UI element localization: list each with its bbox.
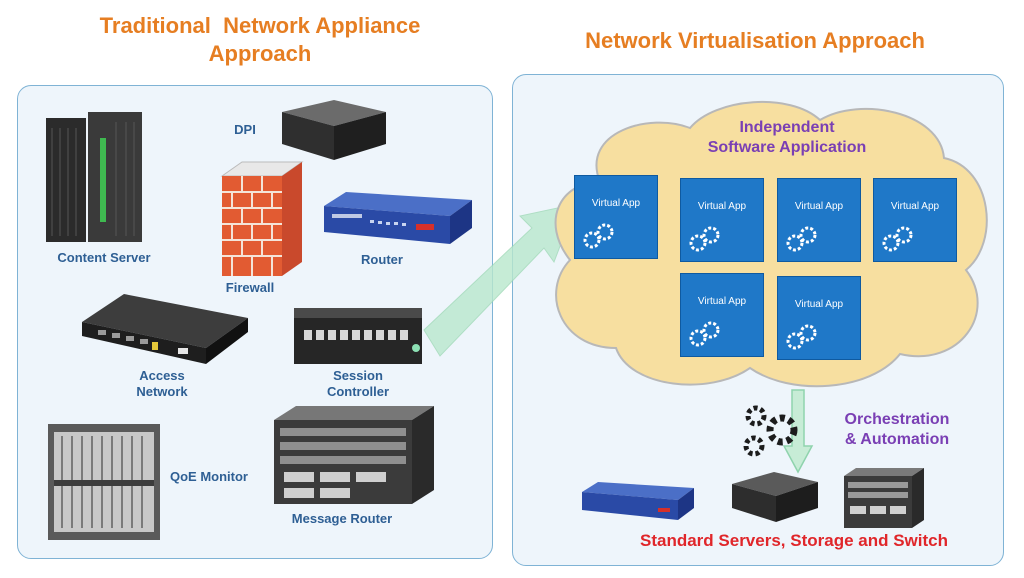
- virtual-app-2-label: Virtual App: [697, 201, 747, 212]
- dpi-image: [282, 100, 386, 160]
- message-router-label: Message Router: [291, 511, 393, 526]
- access-network-image: [82, 294, 248, 364]
- access-network-label: Access Network: [122, 368, 202, 400]
- standard-storage-image: [732, 472, 818, 522]
- router-image: [324, 192, 472, 244]
- traditional-title-line2: Approach: [208, 41, 312, 66]
- qoe-monitor-image: [48, 424, 160, 540]
- gears-icon: [583, 223, 614, 249]
- traditional-title-line1: Traditional Network Appliance: [99, 13, 421, 38]
- orchestration-label-line2: & Automation: [844, 431, 950, 448]
- message-router-image: [274, 406, 434, 504]
- cloud-label-line2: Software Application: [707, 139, 867, 156]
- virtual-app-1-label: Virtual App: [591, 198, 641, 209]
- virtual-app-6: Virtual App: [777, 276, 861, 360]
- orchestration-label: Orchestration & Automation: [826, 410, 968, 450]
- firewall-image: [220, 161, 304, 276]
- session-controller-label-line1: Session: [333, 368, 383, 383]
- virtual-app-2: Virtual App: [680, 178, 764, 262]
- virtual-app-5: Virtual App: [680, 273, 764, 357]
- virtual-app-3-label: Virtual App: [794, 201, 844, 212]
- down-arrow: [782, 389, 814, 474]
- session-controller-label-line2: Controller: [326, 384, 390, 399]
- gears-icon: [689, 226, 720, 252]
- cloud-label: Independent Software Application: [652, 118, 922, 158]
- virtualisation-approach-title: Network Virtualisation Approach: [585, 28, 925, 53]
- software-cloud: [554, 100, 988, 388]
- gears-icon: [882, 226, 913, 252]
- orchestration-gears-icon: [743, 405, 798, 457]
- access-network-label-line2: Network: [136, 384, 188, 399]
- qoe-monitor-label: QoE Monitor: [170, 469, 248, 484]
- session-controller-label: Session Controller: [318, 368, 398, 400]
- standard-server-image: [844, 468, 924, 528]
- access-network-label-line1: Access: [139, 368, 185, 383]
- router-label: Router: [361, 252, 403, 267]
- content-server-image: [46, 112, 142, 242]
- virtual-app-4: Virtual App: [873, 178, 957, 262]
- traditional-approach-title: Traditional Network Appliance Approach: [60, 12, 460, 68]
- standard-hardware-label: Standard Servers, Storage and Switch: [640, 531, 948, 550]
- virtual-app-5-label: Virtual App: [697, 296, 747, 307]
- virtual-app-3: Virtual App: [777, 178, 861, 262]
- session-controller-image: [294, 308, 422, 364]
- standard-switch-image: [582, 482, 694, 520]
- firewall-label: Firewall: [225, 280, 275, 295]
- cloud-label-line1: Independent: [739, 119, 835, 136]
- gears-icon: [786, 226, 817, 252]
- virtual-app-1: Virtual App: [574, 175, 658, 259]
- dpi-label: DPI: [234, 122, 256, 137]
- orchestration-label-line1: Orchestration: [844, 411, 950, 428]
- virtual-app-4-label: Virtual App: [890, 201, 940, 212]
- content-server-label: Content Server: [57, 250, 151, 265]
- virtual-app-6-label: Virtual App: [794, 299, 844, 310]
- gears-icon: [689, 321, 720, 347]
- gears-icon: [786, 324, 817, 350]
